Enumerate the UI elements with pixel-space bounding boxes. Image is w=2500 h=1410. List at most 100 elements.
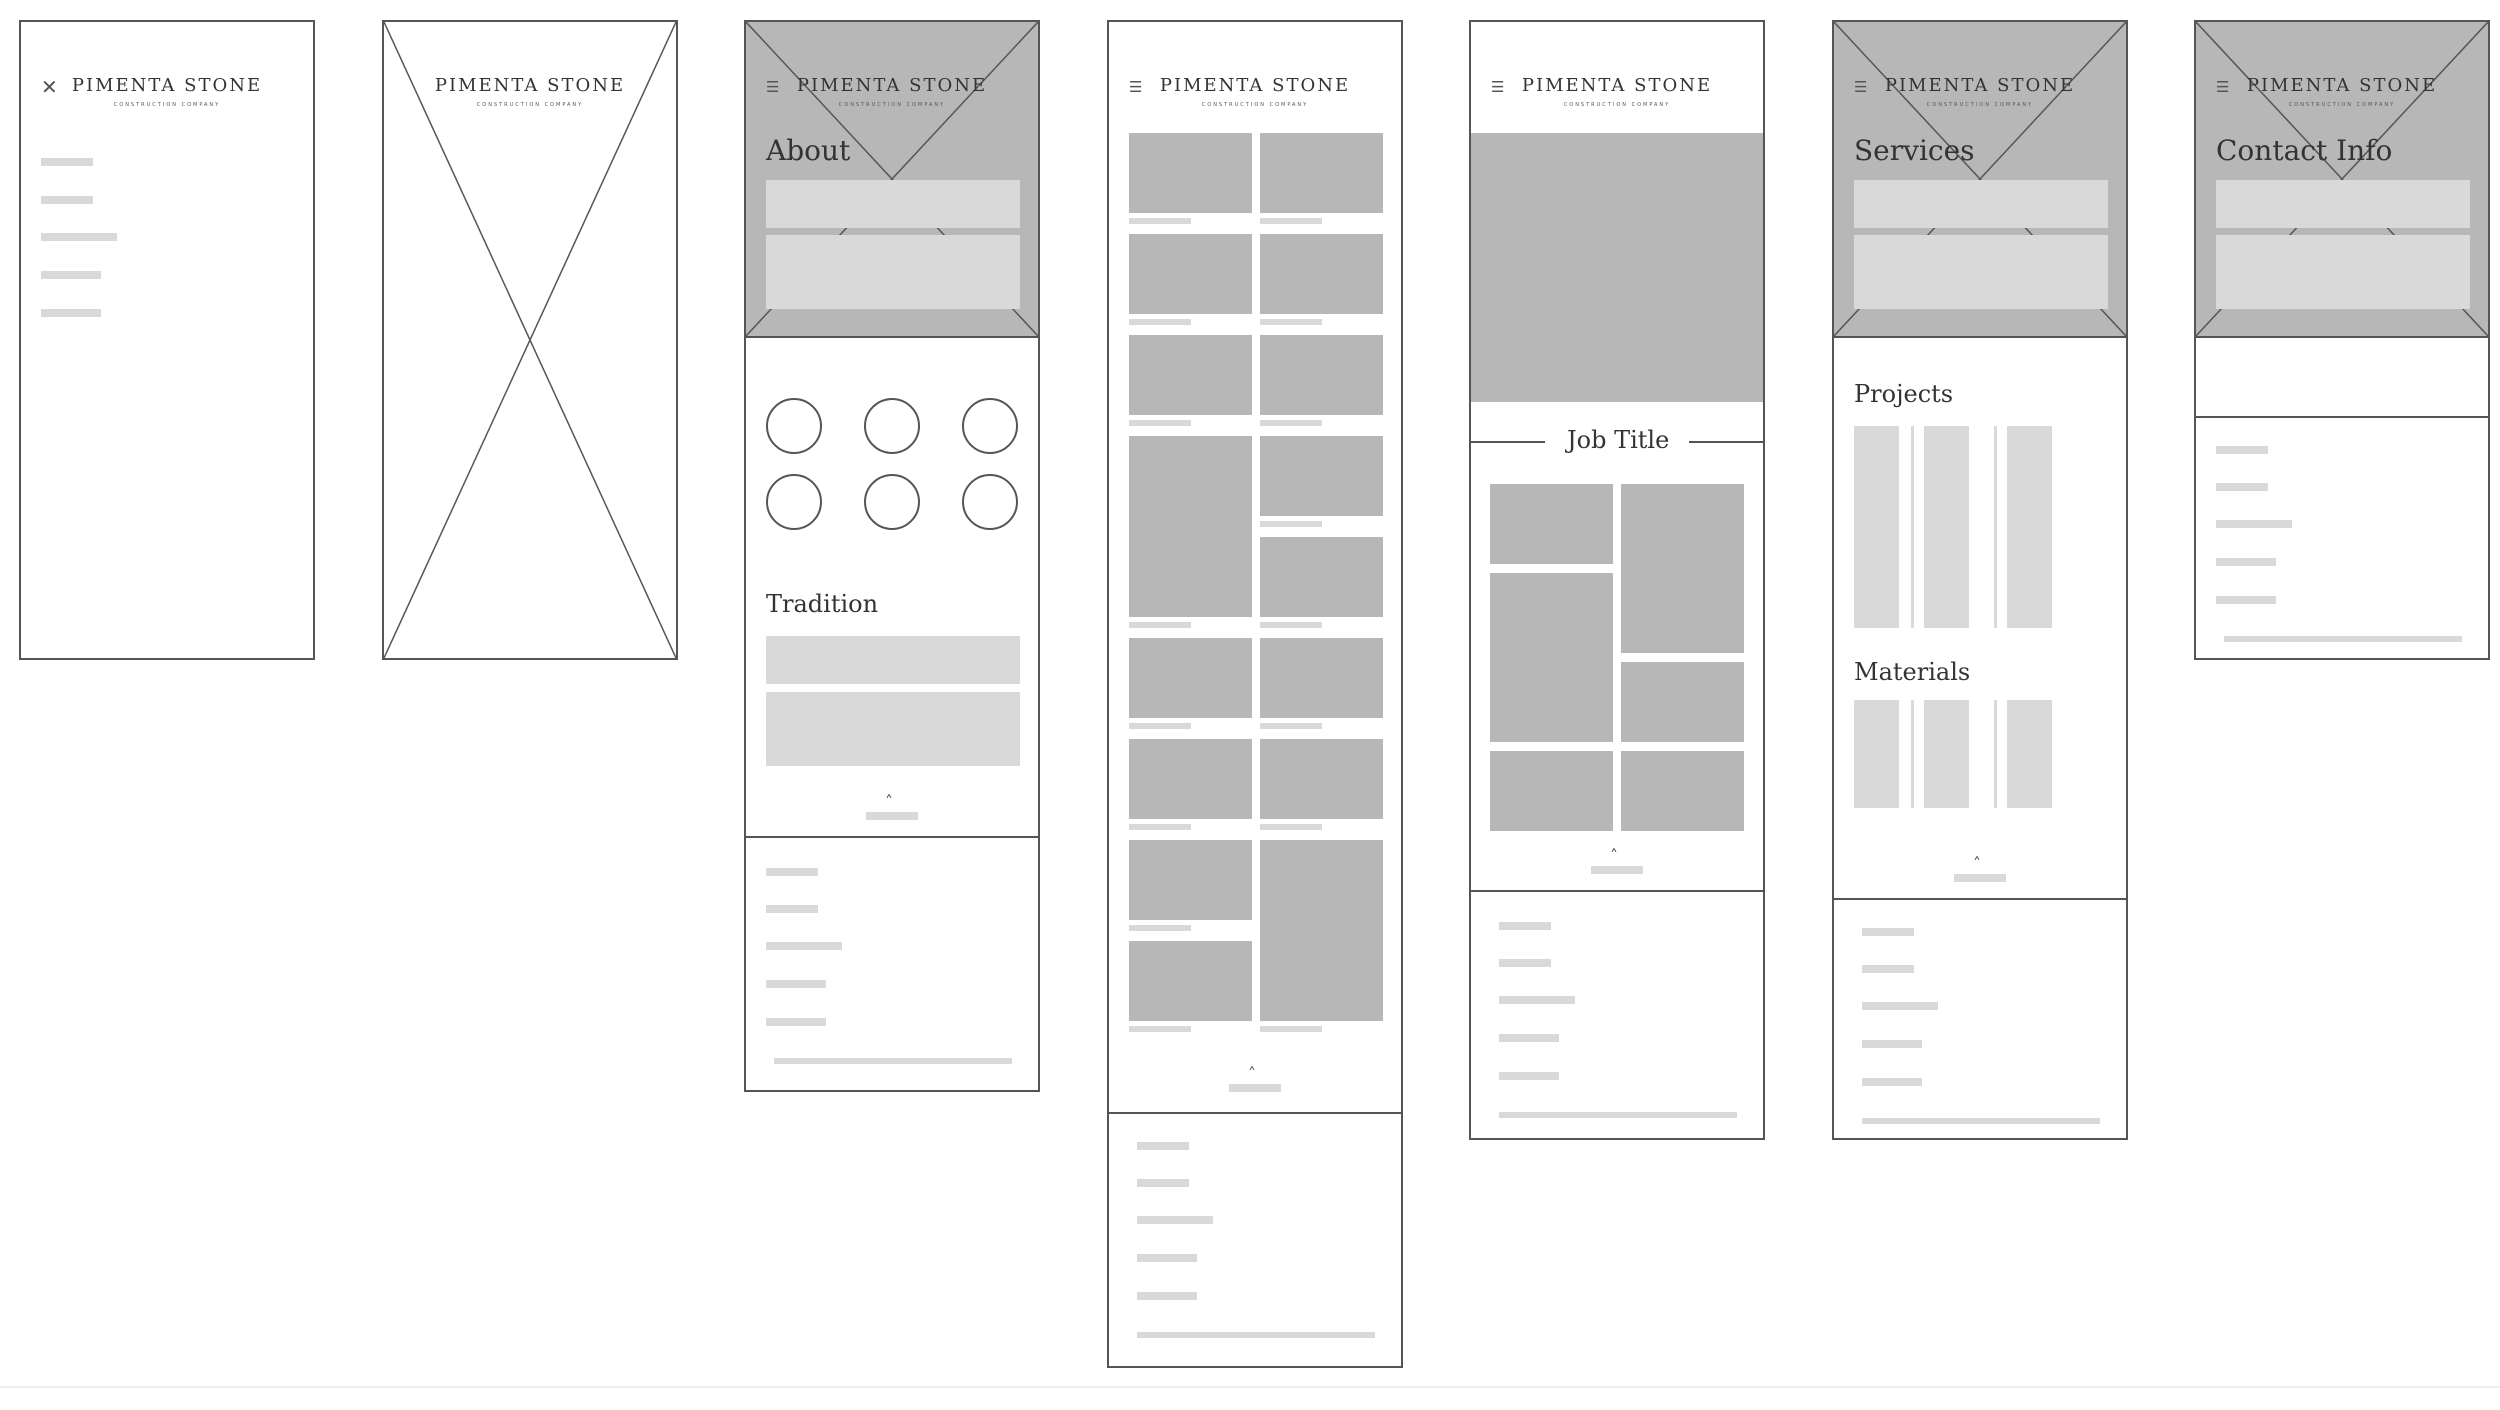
gallery-image[interactable] (1260, 436, 1383, 516)
image-placeholder-cross (384, 22, 676, 658)
contact-line-1[interactable] (2216, 446, 2268, 454)
material-card[interactable] (1854, 700, 1899, 808)
job-photo[interactable] (1490, 484, 1613, 564)
footer-link-1[interactable] (1137, 1142, 1189, 1150)
footer-link-2[interactable] (1137, 1179, 1189, 1187)
footer-link-1[interactable] (1862, 928, 1914, 936)
footer-link-5[interactable] (766, 1018, 826, 1026)
material-card[interactable] (1924, 700, 1969, 808)
gallery-caption (1129, 925, 1191, 931)
menu-item-5[interactable] (41, 309, 101, 317)
footer-link-3[interactable] (766, 942, 842, 950)
gallery-image[interactable] (1129, 638, 1252, 718)
material-card-thin[interactable] (1911, 700, 1914, 808)
gallery-image[interactable] (1129, 234, 1252, 314)
footer-link-3[interactable] (1499, 996, 1575, 1004)
footer-link-2[interactable] (1862, 965, 1914, 973)
hero-divider (1834, 336, 2126, 338)
footer-link-3[interactable] (1137, 1216, 1213, 1224)
footer-link-4[interactable] (766, 980, 826, 988)
contact-line-3[interactable] (2216, 520, 2292, 528)
page-title: Services (1854, 134, 1975, 167)
footer-link-4[interactable] (1862, 1040, 1922, 1048)
menu-item-3[interactable] (41, 233, 117, 241)
back-to-top-button[interactable] (1954, 874, 2006, 882)
footer-link-3[interactable] (1862, 1002, 1938, 1010)
job-photo[interactable] (1621, 662, 1744, 742)
chevron-up-icon[interactable]: ˄ (1973, 854, 1981, 873)
intro-paragraph-block (1854, 235, 2108, 309)
gallery-image[interactable] (1260, 739, 1383, 819)
menu-item-1[interactable] (41, 158, 93, 166)
contact-line-4[interactable] (2216, 558, 2276, 566)
brand-logo[interactable]: PIMENTA STONE CONSTRUCTION COMPANY (1471, 75, 1763, 108)
job-photo[interactable] (1490, 751, 1613, 831)
gallery-image[interactable] (1129, 133, 1252, 213)
contact-line-2[interactable] (2216, 483, 2268, 491)
job-photo[interactable] (1621, 751, 1744, 831)
brand-logo[interactable]: PIMENTA STONE CONSTRUCTION COMPANY (384, 75, 676, 108)
gallery-image[interactable] (1129, 739, 1252, 819)
intro-text-block (766, 180, 1020, 228)
gallery-caption (1260, 1026, 1322, 1032)
brand-logo[interactable]: PIMENTA STONE CONSTRUCTION COMPANY (2196, 75, 2488, 108)
gallery-caption (1260, 723, 1322, 729)
brand-logo[interactable]: PIMENTA STONE CONSTRUCTION COMPANY (1109, 75, 1401, 108)
gallery-image[interactable] (1260, 133, 1383, 213)
footer-link-5[interactable] (1862, 1078, 1922, 1086)
footer-link-4[interactable] (1137, 1254, 1197, 1262)
gallery-image[interactable] (1129, 335, 1252, 415)
project-card[interactable] (2007, 426, 2052, 628)
close-icon[interactable]: ✕ (41, 75, 58, 99)
brand-tagline: CONSTRUCTION COMPANY (838, 102, 946, 108)
footer-link-2[interactable] (766, 905, 818, 913)
menu-item-4[interactable] (41, 271, 101, 279)
footer-link-5[interactable] (1499, 1072, 1559, 1080)
chevron-up-icon[interactable]: ˄ (1610, 846, 1618, 865)
hamburger-icon[interactable]: ☰ (1854, 78, 1868, 96)
footer-link-2[interactable] (1499, 959, 1551, 967)
footer-link-4[interactable] (1499, 1034, 1559, 1042)
hero-divider (2196, 336, 2488, 338)
intro-paragraph-block (2216, 235, 2470, 309)
footer-divider (1109, 1112, 1401, 1114)
value-icon-3 (962, 398, 1018, 454)
footer-link-1[interactable] (766, 868, 818, 876)
chevron-up-icon[interactable]: ˄ (1248, 1064, 1256, 1083)
hamburger-icon[interactable]: ☰ (1129, 78, 1143, 96)
project-card[interactable] (1854, 426, 1899, 628)
hamburger-icon[interactable]: ☰ (1491, 78, 1505, 96)
back-to-top-button[interactable] (866, 812, 918, 820)
material-card[interactable] (2007, 700, 2052, 808)
footer-link-5[interactable] (1137, 1292, 1197, 1300)
back-to-top-button[interactable] (1591, 866, 1643, 874)
brand-logo[interactable]: PIMENTA STONE CONSTRUCTION COMPANY (21, 75, 313, 108)
gallery-image[interactable] (1260, 840, 1383, 1021)
gallery-image[interactable] (1260, 335, 1383, 415)
brand-logo[interactable]: PIMENTA STONE CONSTRUCTION COMPANY (1834, 75, 2126, 108)
gallery-image[interactable] (1129, 840, 1252, 920)
gallery-image[interactable] (1260, 537, 1383, 617)
footer-link-1[interactable] (1499, 922, 1551, 930)
intro-paragraph-block (766, 235, 1020, 309)
hamburger-icon[interactable]: ☰ (2216, 78, 2230, 96)
project-card-thin[interactable] (1994, 426, 1997, 628)
job-hero-image (1471, 133, 1763, 402)
gallery-caption (1129, 420, 1191, 426)
hamburger-icon[interactable]: ☰ (766, 78, 780, 96)
gallery-image[interactable] (1260, 234, 1383, 314)
gallery-image[interactable] (1129, 941, 1252, 1021)
brand-logo[interactable]: PIMENTA STONE CONSTRUCTION COMPANY (746, 75, 1038, 108)
project-card[interactable] (1924, 426, 1969, 628)
chevron-up-icon[interactable]: ˄ (885, 792, 893, 811)
job-photo[interactable] (1621, 484, 1744, 653)
gallery-image[interactable] (1260, 638, 1383, 718)
contact-line-5[interactable] (2216, 596, 2276, 604)
job-photo[interactable] (1490, 573, 1613, 742)
back-to-top-button[interactable] (1229, 1084, 1281, 1092)
gallery-image[interactable] (1129, 436, 1252, 617)
material-card-thin[interactable] (1994, 700, 1997, 808)
menu-item-2[interactable] (41, 196, 93, 204)
brand-tagline: CONSTRUCTION COMPANY (113, 102, 221, 108)
project-card-thin[interactable] (1911, 426, 1914, 628)
